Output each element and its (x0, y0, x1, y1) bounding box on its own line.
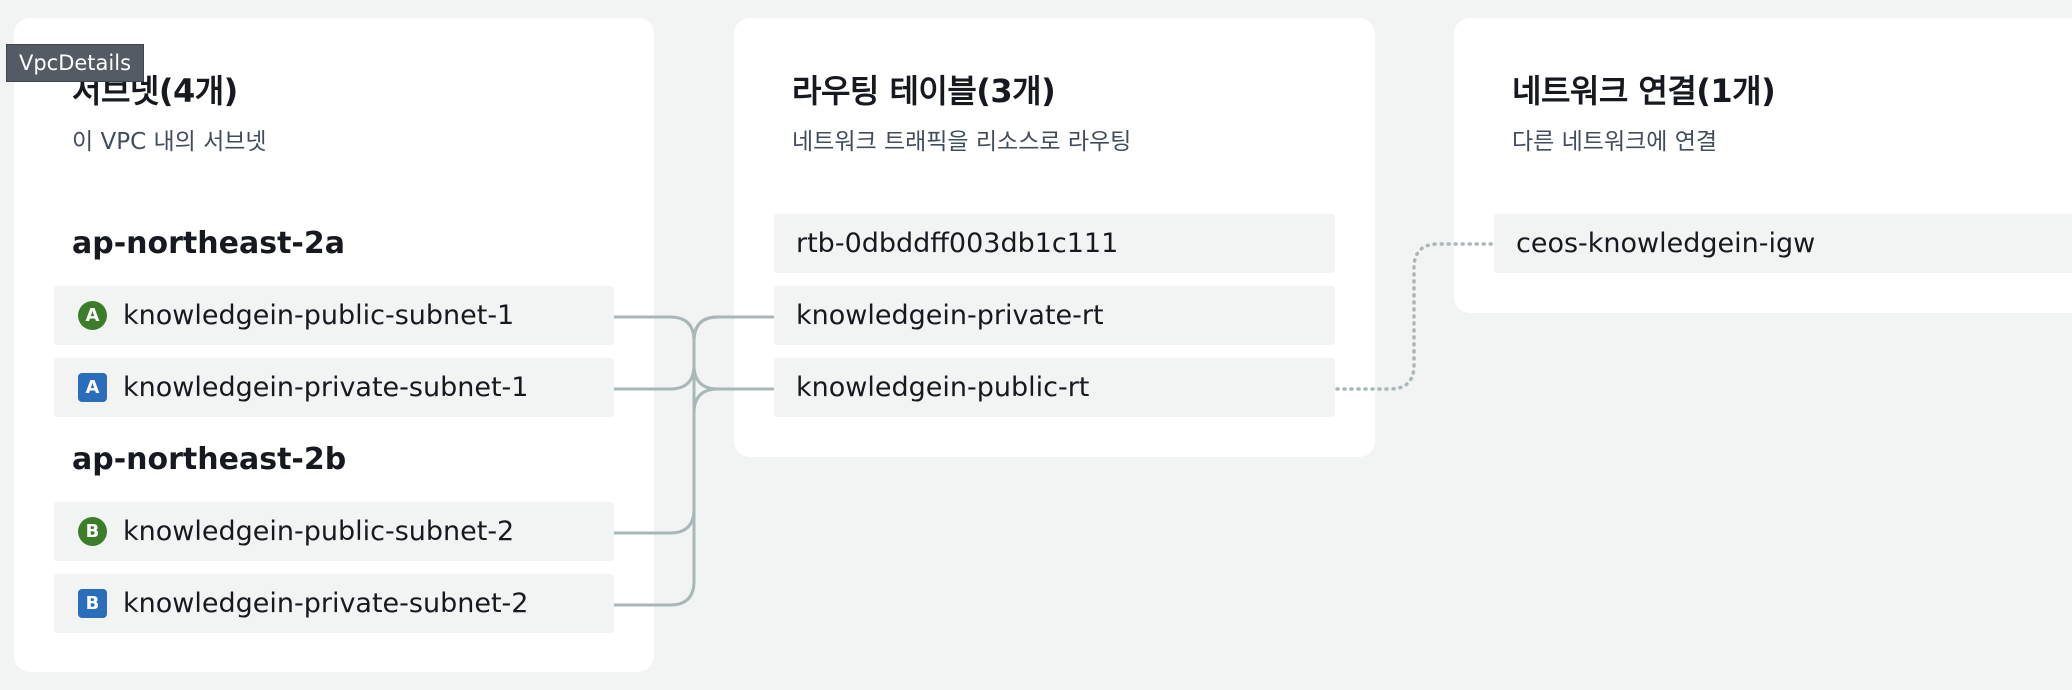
subnet-item[interactable]: A knowledgein-private-subnet-1 (54, 358, 614, 417)
network-connections-title: 네트워크 연결(1개) (1512, 72, 1776, 110)
subnet-item[interactable]: A knowledgein-public-subnet-1 (54, 286, 614, 345)
zone-heading-2b: ap-northeast-2b (72, 442, 347, 477)
subnet-item[interactable]: B knowledgein-private-subnet-2 (54, 574, 614, 633)
network-connection-label: ceos-knowledgein-igw (1516, 228, 1816, 259)
public-subnet-badge-icon: A (78, 301, 107, 330)
route-table-label: rtb-0dbddff003db1c111 (796, 228, 1119, 259)
route-table-item[interactable]: rtb-0dbddff003db1c111 (774, 214, 1335, 273)
subnet-label: knowledgein-public-subnet-2 (123, 516, 515, 547)
network-connection-item[interactable]: ceos-knowledgein-igw (1494, 214, 2072, 273)
route-tables-title: 라우팅 테이블(3개) (792, 72, 1056, 110)
subnet-item[interactable]: B knowledgein-public-subnet-2 (54, 502, 614, 561)
network-connections-panel: 네트워크 연결(1개) 다른 네트워크에 연결 ceos-knowledgein… (1454, 18, 2072, 313)
zone-heading-2a: ap-northeast-2a (72, 226, 345, 261)
subnets-subtitle: 이 VPC 내의 서브넷 (72, 129, 267, 155)
network-connections-subtitle: 다른 네트워크에 연결 (1512, 129, 1718, 155)
route-tables-subtitle: 네트워크 트래픽을 리소스로 라우팅 (792, 129, 1132, 155)
route-table-label: knowledgein-private-rt (796, 300, 1104, 331)
route-table-label: knowledgein-public-rt (796, 372, 1090, 403)
route-table-item[interactable]: knowledgein-public-rt (774, 358, 1335, 417)
subnet-label: knowledgein-public-subnet-1 (123, 300, 515, 331)
subnet-label: knowledgein-private-subnet-1 (123, 372, 529, 403)
tooltip-vpcdetails: VpcDetails (6, 44, 144, 82)
private-subnet-badge-icon: B (78, 589, 107, 618)
route-table-item[interactable]: knowledgein-private-rt (774, 286, 1335, 345)
private-subnet-badge-icon: A (78, 373, 107, 402)
subnets-panel: 서브넷(4개) 이 VPC 내의 서브넷 ap-northeast-2a A k… (14, 18, 654, 672)
public-subnet-badge-icon: B (78, 517, 107, 546)
route-tables-panel: 라우팅 테이블(3개) 네트워크 트래픽을 리소스로 라우팅 rtb-0dbdd… (734, 18, 1375, 457)
subnet-label: knowledgein-private-subnet-2 (123, 588, 529, 619)
